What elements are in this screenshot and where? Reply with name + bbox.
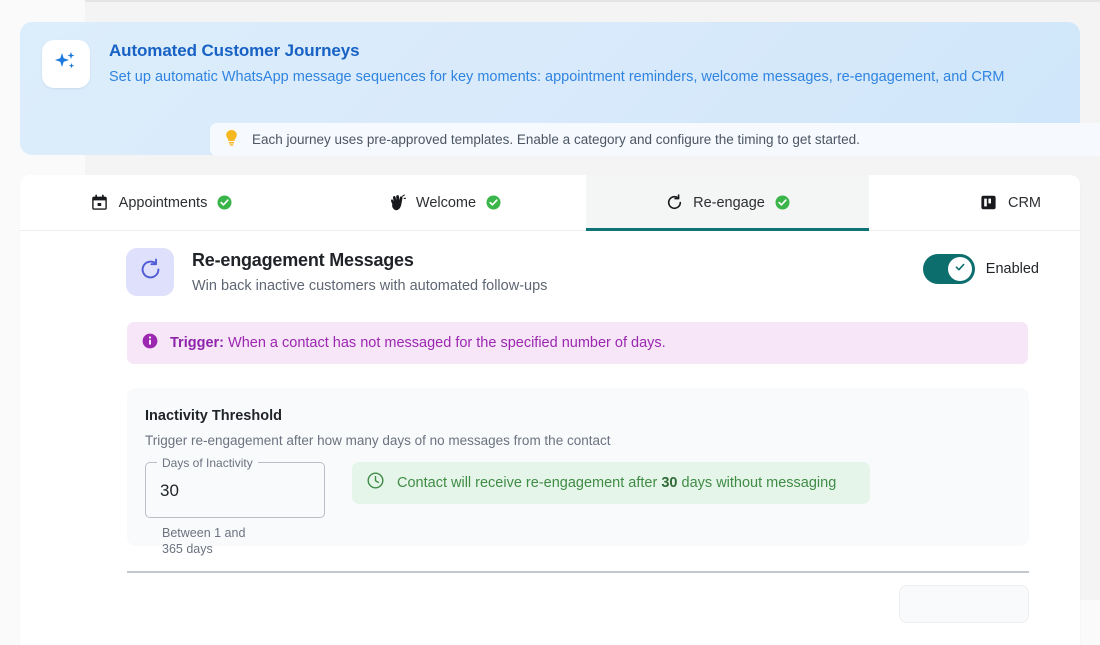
banner-subtitle: Set up automatic WhatsApp message sequen… <box>109 69 1005 85</box>
tab-re-engage[interactable]: Re-engage <box>586 175 869 231</box>
top-divider <box>85 0 1100 2</box>
banner-tip: Each journey uses pre-approved templates… <box>210 123 1100 156</box>
clock-icon <box>367 472 384 494</box>
enabled-toggle-group[interactable]: Enabled <box>922 254 1039 284</box>
tab-label: Appointments <box>118 194 208 211</box>
days-of-inactivity-input[interactable]: Days of Inactivity 30 <box>145 455 325 518</box>
tab-crm[interactable]: CRM <box>869 175 1080 230</box>
threshold-title: Inactivity Threshold <box>145 408 282 424</box>
success-suffix: days without messaging <box>681 475 837 491</box>
tab-appointments[interactable]: Appointments <box>20 175 303 230</box>
tab-label: Re-engage <box>693 194 765 211</box>
threshold-description: Trigger re-engagement after how many day… <box>145 433 611 448</box>
page-title: Re-engagement Messages <box>192 250 414 270</box>
tab-label: Welcome <box>415 194 477 211</box>
journey-tabs: Appointments Welcome <box>20 175 1080 231</box>
banner-title: Automated Customer Journeys <box>109 41 360 60</box>
sparkles-badge <box>42 40 90 88</box>
sparkles-icon <box>53 49 79 80</box>
success-value: 30 <box>661 475 678 491</box>
check-circle-icon <box>486 195 501 210</box>
kanban-board-icon <box>980 194 998 212</box>
success-prefix: Contact will receive re-engagement after <box>397 475 658 491</box>
section-icon-badge <box>126 248 174 296</box>
info-icon <box>142 333 158 354</box>
automated-journeys-banner: Automated Customer Journeys Set up autom… <box>20 22 1100 156</box>
days-of-inactivity-helper: Between 1 and 365 days <box>162 526 246 556</box>
re-engagement-success-alert: Contact will receive re-engagement after… <box>352 462 870 504</box>
re-engagement-header: Re-engagement Messages Win back inactive… <box>126 246 1030 306</box>
footer-divider <box>127 571 1029 573</box>
tab-welcome[interactable]: Welcome <box>303 175 586 230</box>
tab-label: CRM <box>1007 194 1042 211</box>
enabled-toggle[interactable] <box>922 254 975 284</box>
waving-hand-icon <box>388 194 406 212</box>
trigger-text: When a contact has not messaged for the … <box>228 335 666 351</box>
days-of-inactivity-value: 30 <box>160 481 179 500</box>
footer-action-button[interactable] <box>899 585 1029 623</box>
toggle-knob <box>947 257 972 281</box>
days-of-inactivity-field[interactable]: Days of Inactivity 30 Between 1 and 365 … <box>145 455 325 557</box>
trigger-alert: Trigger: When a contact has not messaged… <box>127 322 1028 364</box>
lightbulb-icon <box>224 129 239 151</box>
page-subtitle: Win back inactive customers with automat… <box>192 278 548 294</box>
toggle-label: Enabled <box>985 261 1039 277</box>
check-icon <box>953 260 967 279</box>
calendar-icon <box>91 194 109 212</box>
refresh-icon <box>665 194 683 212</box>
days-of-inactivity-label: Days of Inactivity <box>157 455 258 471</box>
check-circle-icon <box>217 195 232 210</box>
check-circle-icon <box>775 195 790 210</box>
banner-tip-text: Each journey uses pre-approved templates… <box>252 132 860 147</box>
inactivity-threshold-card: Inactivity Threshold Trigger re-engageme… <box>127 388 1029 556</box>
refresh-icon <box>139 258 162 286</box>
trigger-label: Trigger: <box>170 335 224 351</box>
